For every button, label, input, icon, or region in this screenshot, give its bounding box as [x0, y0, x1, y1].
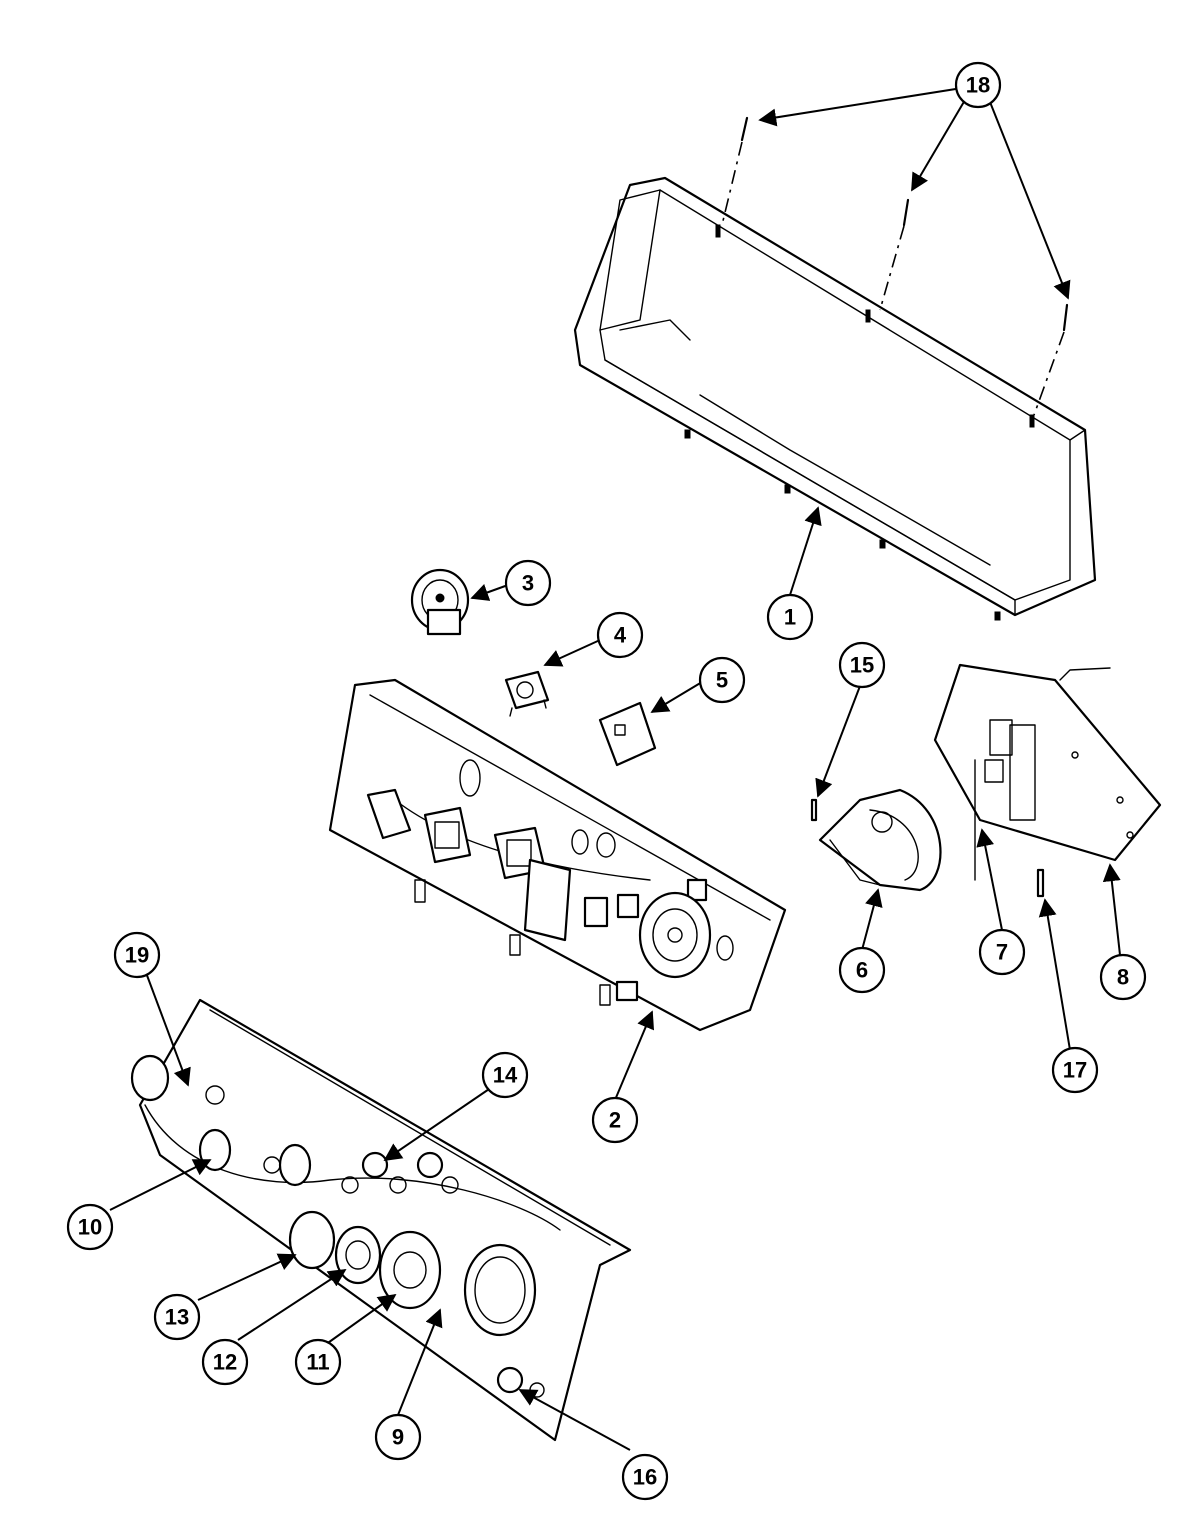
svg-text:4: 4 [614, 623, 627, 648]
callout-13: 13 [153, 1293, 201, 1341]
callout-2: 2 [591, 1096, 639, 1144]
callout-10: 10 [66, 1203, 114, 1251]
leader-lines [109, 87, 1121, 1451]
svg-text:7: 7 [996, 940, 1008, 965]
svg-text:1: 1 [784, 605, 796, 630]
svg-text:8: 8 [1117, 965, 1129, 990]
callout-1: 1 [766, 593, 814, 641]
svg-text:16: 16 [633, 1465, 657, 1490]
callout-17: 17 [1051, 1046, 1099, 1094]
callout-9: 9 [374, 1413, 422, 1461]
callout-18: 18 [954, 61, 1002, 109]
svg-text:6: 6 [856, 958, 868, 983]
svg-text:17: 17 [1063, 1058, 1087, 1083]
callout-6: 6 [838, 946, 886, 994]
callout-19: 19 [113, 931, 161, 979]
part-console-housing [573, 176, 1097, 621]
callout-11: 11 [294, 1338, 342, 1386]
callout-12: 12 [201, 1338, 249, 1386]
svg-text:13: 13 [165, 1305, 189, 1330]
part-switch [504, 670, 550, 717]
svg-text:5: 5 [716, 668, 728, 693]
part-pins [810, 798, 1045, 898]
svg-text:18: 18 [966, 73, 990, 98]
part-module [598, 701, 657, 767]
svg-text:19: 19 [125, 943, 149, 968]
callout-8: 8 [1099, 953, 1147, 1001]
callout-5: 5 [698, 656, 746, 704]
svg-text:3: 3 [522, 571, 534, 596]
callout-3: 3 [504, 559, 552, 607]
callout-15: 15 [838, 641, 886, 689]
svg-text:11: 11 [306, 1350, 329, 1375]
callout-7: 7 [978, 928, 1026, 976]
callout-16: 16 [621, 1453, 669, 1501]
part-control-panel [328, 678, 787, 1032]
part-screws [721, 116, 1069, 416]
part-bracket-6 [818, 788, 942, 892]
part-timer [410, 568, 470, 636]
svg-text:9: 9 [392, 1425, 404, 1450]
callout-14: 14 [481, 1051, 529, 1099]
part-board [933, 663, 1162, 881]
svg-text:2: 2 [609, 1108, 621, 1133]
svg-text:10: 10 [78, 1215, 102, 1240]
callout-4: 4 [596, 611, 644, 659]
svg-text:12: 12 [213, 1350, 237, 1375]
svg-text:15: 15 [850, 653, 874, 678]
svg-text:14: 14 [493, 1063, 518, 1088]
